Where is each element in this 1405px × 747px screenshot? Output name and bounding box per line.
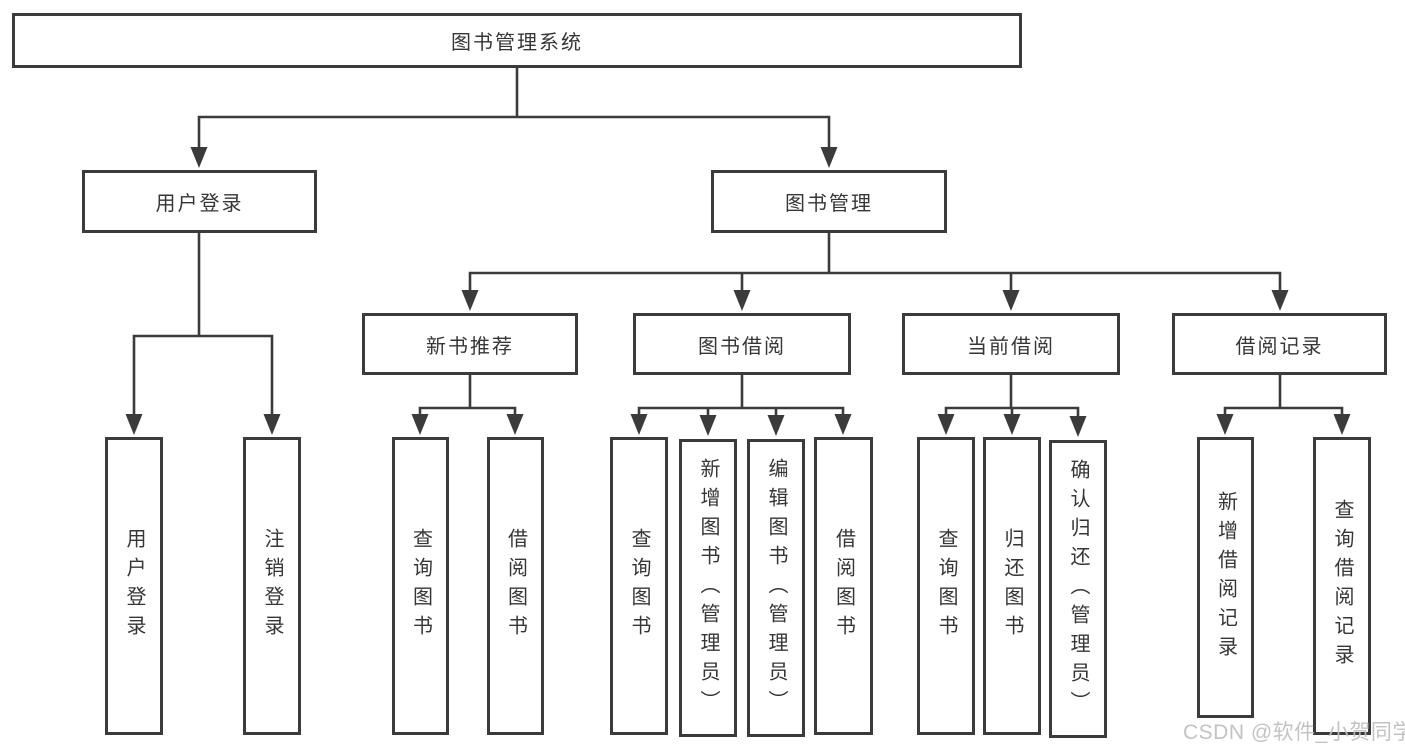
node-user-login-action: 用户登录 [105, 437, 163, 735]
node-book-management: 图书管理 [711, 170, 947, 233]
node-return-books: 归还图书 [983, 437, 1041, 735]
node-borrow-books-recommend: 借阅图书 [487, 437, 544, 735]
node-book-borrowing: 图书借阅 [633, 313, 851, 375]
node-query-books-recommend: 查询图书 [392, 437, 449, 735]
node-confirm-return-admin: 确认归还（管理员） [1049, 440, 1107, 738]
node-query-borrow-record: 查询借阅记录 [1313, 437, 1371, 735]
node-query-books-current: 查询图书 [917, 437, 975, 735]
node-new-book-recommendation: 新书推荐 [362, 313, 578, 375]
node-borrowing-records: 借阅记录 [1172, 313, 1387, 375]
node-add-books-admin: 新增图书（管理员） [679, 439, 737, 737]
node-query-books-borrowing: 查询图书 [610, 437, 668, 735]
node-add-borrow-record: 新增借阅记录 [1197, 437, 1254, 718]
node-borrow-books-borrowing: 借阅图书 [814, 437, 873, 735]
node-edit-books-admin: 编辑图书（管理员） [747, 439, 805, 737]
node-logout-action: 注销登录 [243, 437, 301, 735]
node-library-management-system: 图书管理系统 [12, 13, 1022, 68]
node-user-login: 用户登录 [82, 170, 317, 233]
node-current-borrowing: 当前借阅 [902, 313, 1120, 375]
watermark-text: CSDN @软件_小贺同学 [1183, 721, 1405, 744]
